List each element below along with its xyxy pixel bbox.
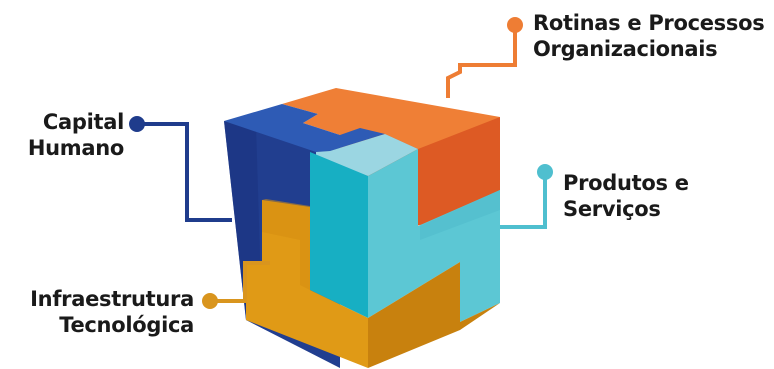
- label-produtos-line2: Serviços: [563, 197, 661, 221]
- label-infra-line1: Infraestrutura: [30, 287, 194, 311]
- label-capital-line1: Capital: [42, 110, 124, 134]
- cube-teal-right: [368, 149, 500, 322]
- connector-rotinas: [446, 28, 517, 98]
- label-produtos: Produtos e Serviços: [563, 170, 689, 222]
- connector-capital: [140, 122, 232, 222]
- dot-produtos: [537, 164, 553, 180]
- cube-top-blue: [224, 104, 385, 152]
- label-infra-line2: Tecnológica: [59, 313, 194, 337]
- cube-top-orange: [282, 88, 500, 149]
- dot-infra: [202, 293, 218, 309]
- connector-infra: [210, 261, 270, 303]
- cube-teal-lower: [420, 190, 500, 240]
- label-rotinas-line2: Organizacionais: [533, 37, 718, 61]
- label-infra: Infraestrutura Tecnológica: [6, 286, 194, 338]
- cube-gold-right: [368, 262, 500, 368]
- label-capital: Capital Humano: [20, 109, 124, 161]
- label-capital-line2: Humano: [27, 136, 124, 160]
- cube-gold-side: [262, 199, 310, 290]
- label-rotinas: Rotinas e Processos Organizacionais: [533, 10, 765, 62]
- label-produtos-line1: Produtos e: [563, 171, 689, 195]
- label-rotinas-line1: Rotinas e Processos: [533, 11, 765, 35]
- dot-rotinas: [507, 17, 523, 33]
- dot-capital: [129, 116, 145, 132]
- cube-teal-front: [310, 152, 368, 318]
- connector-produtos: [500, 173, 547, 229]
